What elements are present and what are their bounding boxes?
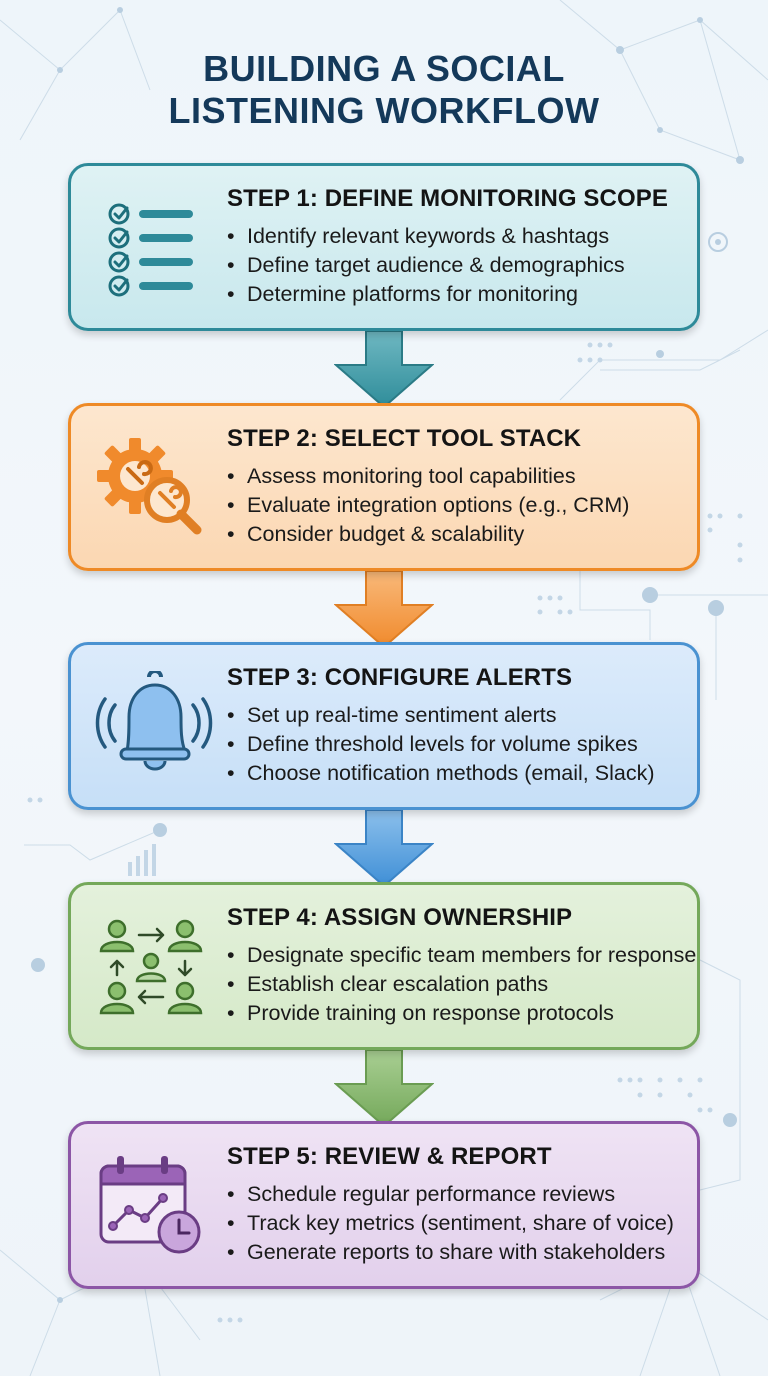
step-1-heading: STEP 1: DEFINE MONITORING SCOPE: [227, 185, 668, 212]
calendar-chart-icon: [99, 1156, 201, 1254]
list-item: Establish clear escalation paths: [227, 970, 687, 999]
checklist-icon: [108, 203, 193, 297]
step-3-list: Set up real-time sentiment alerts Define…: [227, 701, 687, 788]
step-4-heading: STEP 4: ASSIGN OWNERSHIP: [227, 904, 573, 931]
list-item: Evaluate integration options (e.g., CRM): [227, 491, 687, 520]
team-flow-icon: [99, 919, 203, 1015]
page-title: BUILDING A SOCIAL LISTENING WORKFLOW: [0, 48, 768, 132]
list-item: Schedule regular performance reviews: [227, 1180, 687, 1209]
title-line-1: BUILDING A SOCIAL: [203, 48, 565, 89]
list-item: Designate specific team members for resp…: [227, 941, 696, 970]
list-item: Determine platforms for monitoring: [227, 280, 687, 309]
title-line-2: LISTENING WORKFLOW: [168, 90, 600, 131]
list-item: Provide training on response protocols: [227, 999, 687, 1028]
arrow-step-1-to-2: [334, 331, 434, 409]
step-3-card: STEP 3: CONFIGURE ALERTS Set up real-tim…: [68, 642, 700, 810]
step-2-heading: STEP 2: SELECT TOOL STACK: [227, 425, 582, 452]
step-1-card: STEP 1: DEFINE MONITORING SCOPE Identify…: [68, 163, 700, 331]
step-3-heading: STEP 3: CONFIGURE ALERTS: [227, 664, 573, 691]
list-item: Track key metrics (sentiment, share of v…: [227, 1209, 687, 1238]
arrow-step-3-to-4: [334, 810, 434, 888]
arrow-step-2-to-3: [334, 571, 434, 649]
list-item: Identify relevant keywords & hashtags: [227, 222, 687, 251]
list-item: Choose notification methods (email, Slac…: [227, 759, 687, 788]
bell-icon: [95, 671, 213, 771]
arrow-step-4-to-5: [334, 1050, 434, 1128]
step-4-card: STEP 4: ASSIGN OWNERSHIP Designate speci…: [68, 882, 700, 1050]
step-1-list: Identify relevant keywords & hashtags De…: [227, 222, 687, 309]
step-5-heading: STEP 5: REVIEW & REPORT: [227, 1143, 552, 1170]
list-item: Assess monitoring tool capabilities: [227, 462, 687, 491]
list-item: Define threshold levels for volume spike…: [227, 730, 687, 759]
step-4-list: Designate specific team members for resp…: [227, 941, 696, 1028]
list-item: Define target audience & demographics: [227, 251, 687, 280]
step-2-list: Assess monitoring tool capabilities Eval…: [227, 462, 687, 549]
gear-magnifier-icon: [97, 438, 202, 535]
step-2-card: STEP 2: SELECT TOOL STACK Assess monitor…: [68, 403, 700, 571]
list-item: Set up real-time sentiment alerts: [227, 701, 687, 730]
list-item: Consider budget & scalability: [227, 520, 687, 549]
step-5-card: STEP 5: REVIEW & REPORT Schedule regular…: [68, 1121, 700, 1289]
step-5-list: Schedule regular performance reviews Tra…: [227, 1180, 687, 1267]
list-item: Generate reports to share with stakehold…: [227, 1238, 687, 1267]
